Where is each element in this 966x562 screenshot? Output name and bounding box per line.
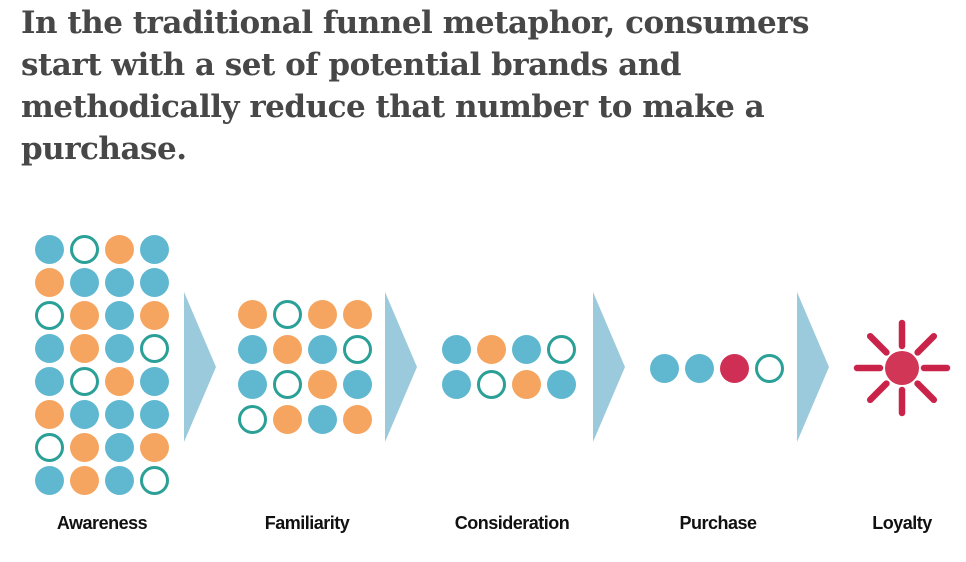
ring-dot <box>477 370 506 399</box>
orange-dot <box>308 370 337 399</box>
teal-dot <box>343 370 372 399</box>
orange-dot <box>273 405 302 434</box>
ring-dot <box>70 367 99 396</box>
loyalty-burst-icon <box>853 319 951 417</box>
teal-dot <box>105 400 134 429</box>
teal-dot <box>650 354 679 383</box>
orange-dot <box>238 300 267 329</box>
ring-dot <box>35 301 64 330</box>
orange-dot <box>70 334 99 363</box>
stage-label-awareness: Awareness <box>56 513 148 533</box>
teal-dot <box>70 268 99 297</box>
orange-dot <box>70 301 99 330</box>
teal-dot <box>140 367 169 396</box>
ring-dot <box>140 334 169 363</box>
red-dot <box>720 354 749 383</box>
orange-dot <box>35 268 64 297</box>
teal-dot <box>105 334 134 363</box>
teal-dot <box>238 370 267 399</box>
consideration-dot-grid <box>442 335 576 399</box>
teal-dot <box>105 268 134 297</box>
ring-dot <box>140 466 169 495</box>
teal-dot <box>238 335 267 364</box>
orange-dot <box>140 301 169 330</box>
stage-label-consideration: Consideration <box>454 513 570 533</box>
teal-dot <box>140 400 169 429</box>
orange-dot <box>140 433 169 462</box>
teal-dot <box>512 335 541 364</box>
stage-label-loyalty: Loyalty <box>872 513 932 533</box>
teal-dot <box>35 334 64 363</box>
teal-dot <box>105 301 134 330</box>
funnel-arrow-icon <box>184 292 216 442</box>
teal-dot <box>35 367 64 396</box>
burst-center-dot <box>885 351 919 385</box>
orange-dot <box>308 300 337 329</box>
orange-dot <box>512 370 541 399</box>
orange-dot <box>105 367 134 396</box>
teal-dot <box>140 268 169 297</box>
orange-dot <box>35 400 64 429</box>
teal-dot <box>70 400 99 429</box>
page-title: In the traditional funnel metaphor, cons… <box>21 5 809 167</box>
teal-dot <box>442 335 471 364</box>
ring-dot <box>273 370 302 399</box>
teal-dot <box>140 235 169 264</box>
teal-dot <box>35 466 64 495</box>
stage-label-familiarity: Familiarity <box>264 513 350 533</box>
ring-dot <box>70 235 99 264</box>
orange-dot <box>343 300 372 329</box>
teal-dot <box>685 354 714 383</box>
ring-dot <box>35 433 64 462</box>
funnel-arrow-icon <box>593 292 625 442</box>
burst-rays <box>853 319 951 417</box>
ring-dot <box>547 335 576 364</box>
ring-dot <box>755 354 784 383</box>
teal-dot <box>105 433 134 462</box>
teal-dot <box>442 370 471 399</box>
orange-dot <box>70 466 99 495</box>
orange-dot <box>273 335 302 364</box>
familiarity-dot-grid <box>238 300 372 434</box>
teal-dot <box>105 466 134 495</box>
teal-dot <box>308 335 337 364</box>
awareness-dot-grid <box>35 235 169 495</box>
ring-dot <box>238 405 267 434</box>
orange-dot <box>477 335 506 364</box>
stage-label-purchase: Purchase <box>679 513 757 533</box>
purchase-dot-grid <box>650 354 784 383</box>
teal-dot <box>308 405 337 434</box>
orange-dot <box>343 405 372 434</box>
ring-dot <box>273 300 302 329</box>
orange-dot <box>105 235 134 264</box>
ring-dot <box>343 335 372 364</box>
funnel-arrow-icon <box>797 292 829 442</box>
orange-dot <box>70 433 99 462</box>
funnel-arrow-icon <box>385 292 417 442</box>
teal-dot <box>547 370 576 399</box>
teal-dot <box>35 235 64 264</box>
